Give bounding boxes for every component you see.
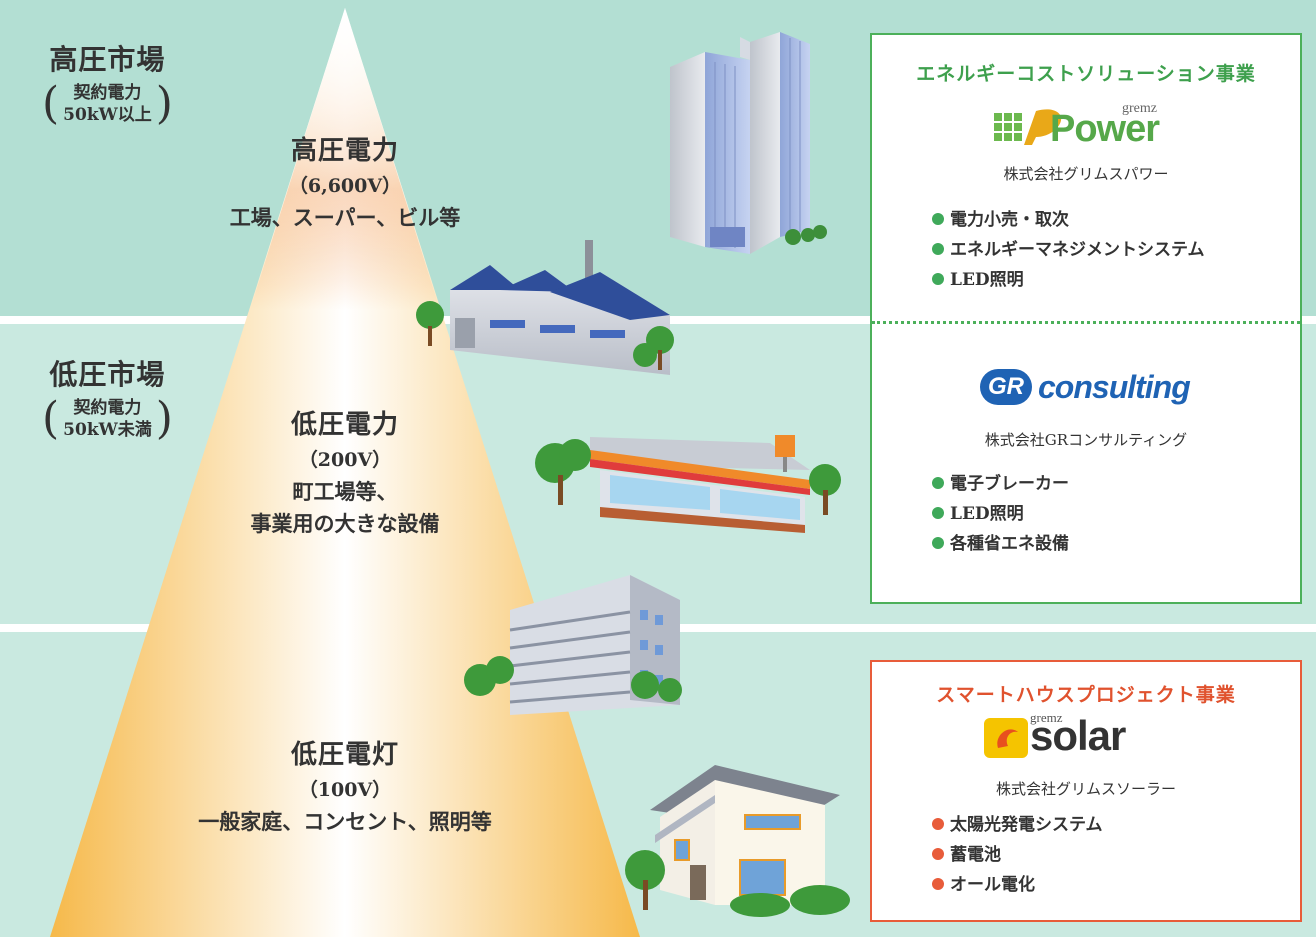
bullet-icon (932, 536, 944, 549)
list-item: 太陽光発電システム (932, 810, 1103, 840)
low-voltage-lighting: 低圧電灯 （100V） 一般家庭、コンセント、照明等 (140, 734, 550, 838)
solar-company-name: 株式会社グリムスソーラー (995, 780, 1176, 798)
solar-services-list: 太陽光発電システム 蓄電池 オール電化 (932, 810, 1103, 900)
list-item: エネルギーマネジメントシステム (932, 235, 1205, 265)
contract-threshold: 50kW未満 (63, 420, 152, 440)
power-company-name: 株式会社グリムスパワー (1003, 165, 1169, 183)
high-voltage-market: 高圧市場 ( 契約電力 50kW以上 ) (42, 38, 173, 126)
power-brand-name: gremz (1122, 101, 1157, 116)
list-item: 電子ブレーカー (932, 469, 1069, 499)
high-voltage-power: 高圧電力 （6,600V） 工場、スーパー、ビル等 (195, 130, 495, 234)
voltage-value: （6,600V） (288, 175, 402, 197)
convenience-store-illustration (535, 435, 841, 533)
gremz-power-logo: gremz Power (986, 101, 1186, 153)
paren-open: ( (42, 78, 60, 129)
list-item: 電力小売・取次 (932, 205, 1205, 235)
apartment-illustration (464, 575, 682, 715)
voltage-usage: 工場、スーパー、ビル等 (229, 205, 461, 230)
dotted-divider (872, 321, 1300, 324)
market-title: 高圧市場 (49, 43, 166, 76)
power-word: Power (1050, 108, 1160, 150)
cone-highlight (50, 8, 640, 937)
market-title: 低圧市場 (49, 358, 166, 391)
house-illustration (625, 765, 850, 917)
smart-box-title: スマートハウスプロジェクト事業 (936, 684, 1236, 706)
bullet-icon (932, 506, 944, 519)
bullet-icon (932, 817, 944, 830)
low-voltage-power: 低圧電力 （200V） 町工場等、 事業用の大きな設備 (195, 404, 495, 540)
paren-close: ) (155, 393, 173, 444)
voltage-title: 低圧電灯 (290, 740, 399, 770)
voltage-usage-line1: 町工場等、 (292, 479, 398, 504)
low-voltage-market: 低圧市場 ( 契約電力 50kW未満 ) (42, 353, 173, 441)
list-item: 蓄電池 (932, 840, 1103, 870)
contract-label: 契約電力 (73, 398, 142, 418)
list-item: LED照明 (932, 499, 1069, 529)
gr-badge-icon: GR (980, 369, 1032, 405)
energy-cost-solution-box: エネルギーコストソリューション事業 gremz Power 株式会社グリムスパワ… (870, 33, 1302, 604)
voltage-value: （100V） (298, 779, 392, 801)
voltage-usage-line2: 事業用の大きな設備 (250, 511, 440, 536)
gr-consulting-word: consulting (1038, 369, 1191, 405)
contract-label: 契約電力 (73, 83, 142, 103)
bullet-icon (932, 476, 944, 489)
bullet-icon (932, 242, 944, 255)
gremz-power-logo-icon (994, 109, 1062, 145)
solar-word: solar (1030, 712, 1126, 759)
power-services-list: 電力小売・取次 エネルギーマネジメントシステム LED照明 (932, 205, 1205, 295)
voltage-value: （200V） (298, 449, 392, 471)
bullet-icon (932, 877, 944, 890)
voltage-title: 低圧電力 (290, 410, 399, 440)
gr-company-name: 株式会社GRコンサルティング (984, 431, 1188, 449)
paren-close: ) (155, 78, 173, 129)
energy-box-title: エネルギーコストソリューション事業 (916, 63, 1256, 85)
factory-illustration (416, 240, 674, 375)
list-item: 各種省エネ設備 (932, 529, 1069, 559)
list-item: LED照明 (932, 265, 1205, 295)
gremz-solar-logo: gremz solar (984, 710, 1184, 762)
gr-services-list: 電子ブレーカー LED照明 各種省エネ設備 (932, 469, 1069, 559)
gr-consulting-logo: GR consulting (980, 367, 1200, 411)
list-item: オール電化 (932, 870, 1103, 900)
solar-sun-icon (984, 718, 1028, 758)
solar-brand-name: gremz (1030, 710, 1063, 725)
bullet-icon (932, 272, 944, 285)
contract-threshold: 50kW以上 (63, 105, 152, 125)
bullet-icon (932, 847, 944, 860)
bullet-icon (932, 212, 944, 225)
smart-house-project-box: スマートハウスプロジェクト事業 gremz solar 株式会社グリムスソーラー… (870, 660, 1302, 922)
voltage-usage: 一般家庭、コンセント、照明等 (198, 809, 492, 834)
office-tower-illustration (670, 32, 827, 254)
paren-open: ( (42, 393, 60, 444)
voltage-title: 高圧電力 (290, 136, 399, 166)
